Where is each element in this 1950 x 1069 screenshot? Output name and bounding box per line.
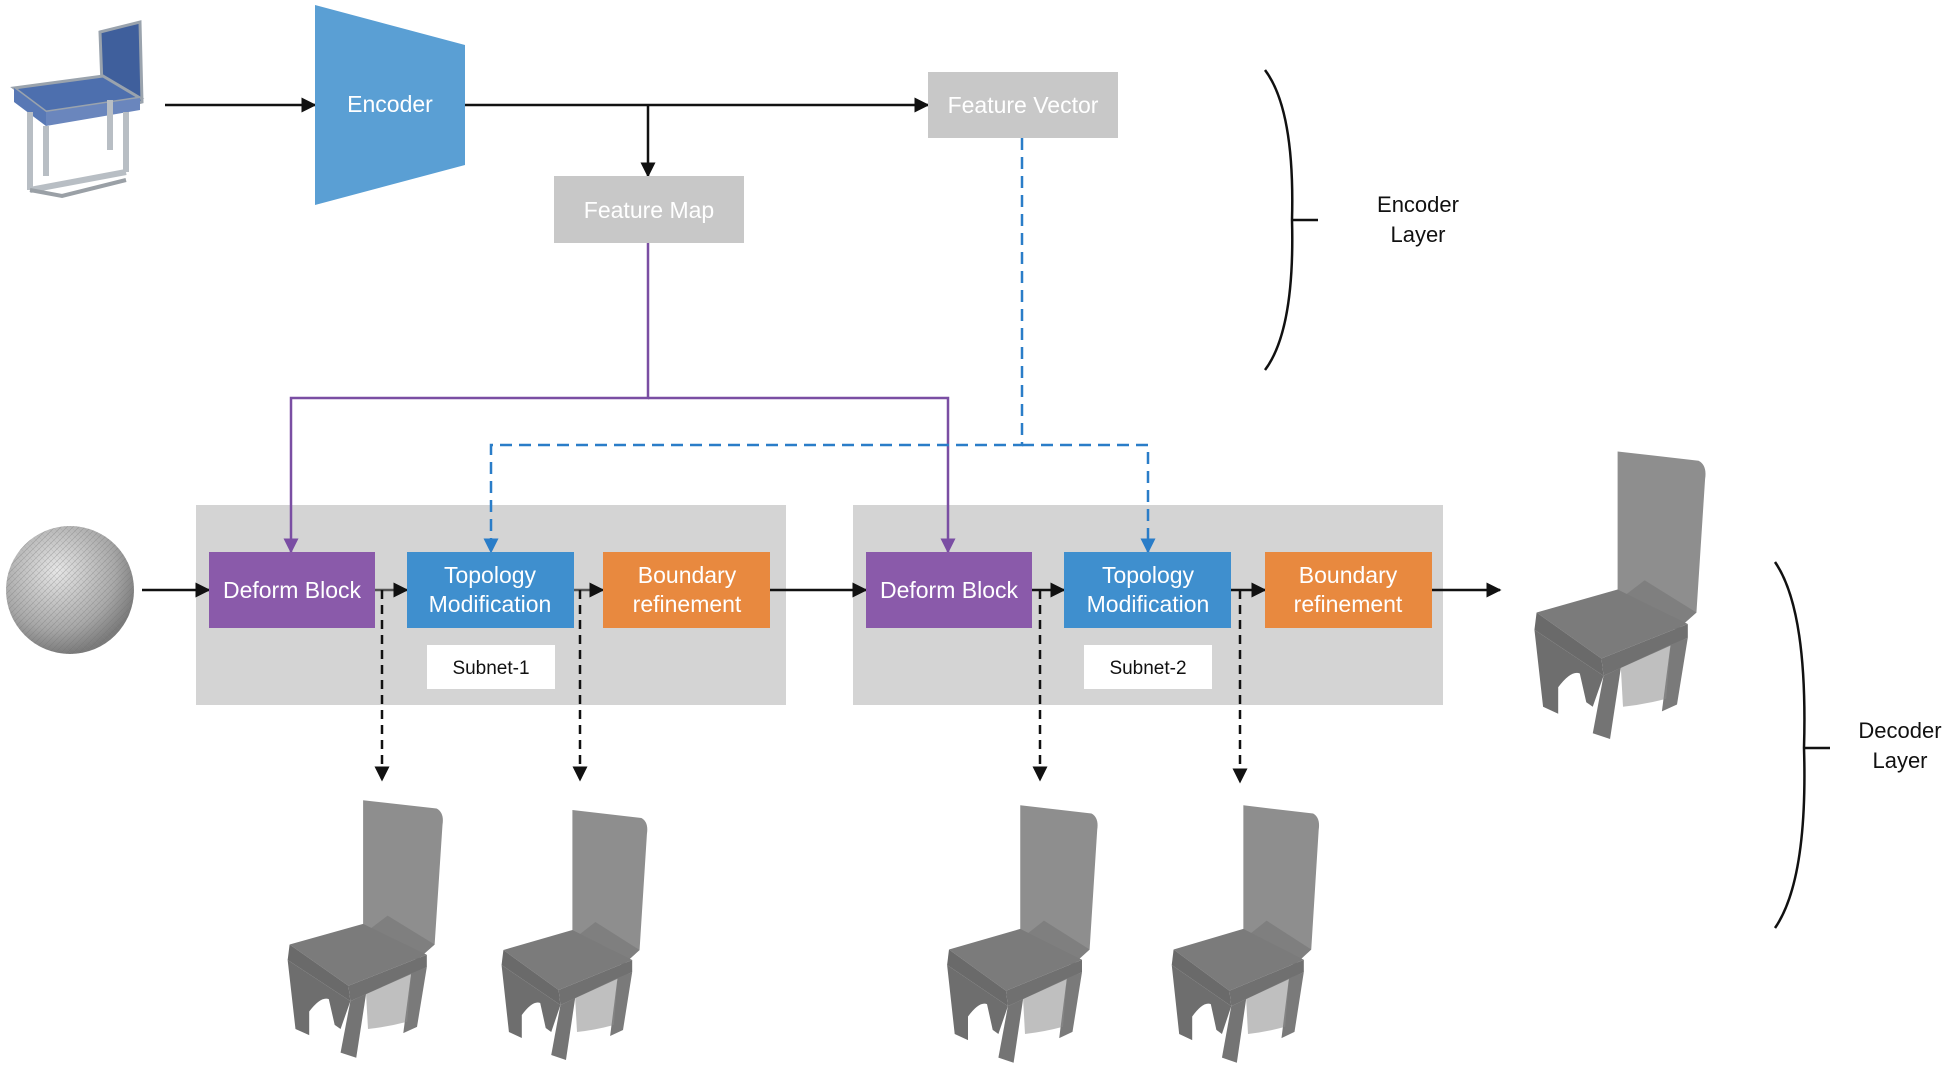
svg-text:Deform Block: Deform Block xyxy=(223,577,362,603)
encoder-label: Encoder xyxy=(347,91,433,117)
decoder-layer-label-line1: Decoder xyxy=(1858,718,1941,743)
svg-text:Deform Block: Deform Block xyxy=(880,577,1019,603)
input-chair-image xyxy=(10,20,145,199)
svg-text:Topology: Topology xyxy=(444,562,537,588)
svg-text:Modification: Modification xyxy=(1087,591,1210,617)
subnet-2-boundary-block: Boundary refinement xyxy=(1265,552,1432,628)
intermediate-chair-render-2 xyxy=(501,810,648,1060)
encoder-block: Encoder xyxy=(315,5,465,205)
encoder-layer-bracket xyxy=(1263,69,1294,371)
subnet-1-deform-block: Deform Block xyxy=(209,552,375,628)
svg-text:Boundary: Boundary xyxy=(638,562,737,588)
encoder-layer-label-line2: Layer xyxy=(1390,222,1445,247)
subnet-1-boundary-block: Boundary refinement xyxy=(603,552,770,628)
feature-vector-connections xyxy=(483,138,1156,554)
subnet-2-topology-block: Topology Modification xyxy=(1064,552,1231,628)
feature-map-connections xyxy=(283,243,956,554)
feature-map-box: Feature Map xyxy=(554,176,744,243)
sphere-mesh-icon xyxy=(6,526,134,654)
svg-text:refinement: refinement xyxy=(1294,591,1403,617)
intermediate-output-taps xyxy=(374,590,1248,784)
intermediate-chair-render-4 xyxy=(1171,805,1320,1063)
feature-vector-box: Feature Vector xyxy=(928,72,1118,138)
subnet-2-label-box: Subnet-2 xyxy=(1084,645,1212,689)
subnet-1-label-box: Subnet-1 xyxy=(427,645,555,689)
decoder-layer-bracket xyxy=(1773,561,1806,929)
subnet-1-topology-block: Topology Modification xyxy=(407,552,574,628)
subnet-2-deform-block: Deform Block xyxy=(866,552,1032,628)
feature-vector-label: Feature Vector xyxy=(948,92,1099,118)
svg-text:Subnet-1: Subnet-1 xyxy=(452,658,529,679)
svg-text:Boundary: Boundary xyxy=(1299,562,1398,588)
decoder-layer-label-line2: Layer xyxy=(1872,748,1927,773)
output-chair-render xyxy=(1534,451,1706,739)
svg-text:Topology: Topology xyxy=(1102,562,1195,588)
svg-text:Subnet-2: Subnet-2 xyxy=(1109,658,1186,679)
encoder-layer-label-line1: Encoder xyxy=(1377,192,1459,217)
feature-map-label: Feature Map xyxy=(584,197,714,223)
intermediate-chair-render-3 xyxy=(947,805,1098,1063)
intermediate-chair-render-1 xyxy=(287,800,443,1058)
svg-text:refinement: refinement xyxy=(633,591,742,617)
svg-text:Modification: Modification xyxy=(429,591,552,617)
